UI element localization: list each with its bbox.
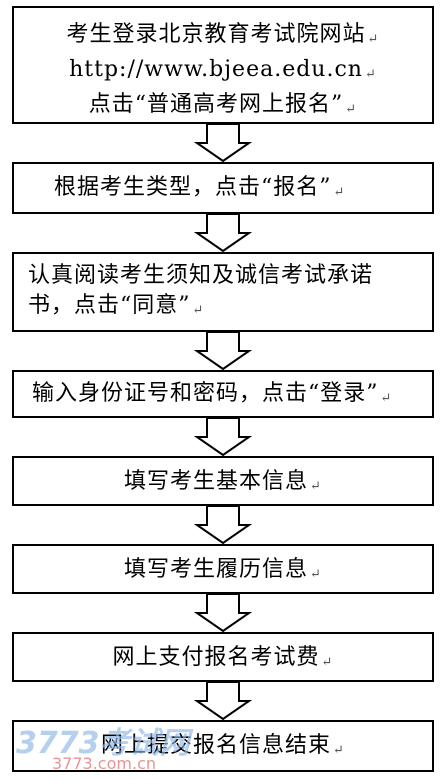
step-6-line-1: 填写考生履历信息↵ <box>124 557 322 582</box>
step-2-line-1: 根据考生类型，点击“报名”↵ <box>54 175 346 200</box>
step-1-login-site: 考生登录北京教育考试院网站↵ http://www.bjeea.edu.cn↵ … <box>12 6 434 124</box>
step-3-line-2: 书，点击“同意”↵ <box>28 293 205 318</box>
down-arrow-icon <box>193 682 253 720</box>
step-8-line-1: 网上提交报名信息结束↵ <box>101 733 345 758</box>
step-7-line-1: 网上支付报名考试费↵ <box>112 645 334 670</box>
down-arrow-icon <box>193 594 253 632</box>
step-3-read-notice: 认真阅读考生须知及诚信考试承诺 书，点击“同意”↵ <box>12 252 434 332</box>
step-4-enter-credentials: 输入身份证号和密码，点击“登录”↵ <box>12 370 434 418</box>
step-3-line-1: 认真阅读考生须知及诚信考试承诺 <box>28 263 374 288</box>
step-6-resume-info: 填写考生履历信息↵ <box>12 544 434 594</box>
step-5-basic-info: 填写考生基本信息↵ <box>12 456 434 506</box>
down-arrow-icon <box>193 332 253 370</box>
down-arrow-icon <box>193 506 253 544</box>
step-7-pay-fee: 网上支付报名考试费↵ <box>12 632 434 682</box>
down-arrow-icon <box>193 124 253 162</box>
step-1-line-1: 考生登录北京教育考试院网站↵ <box>66 22 380 47</box>
down-arrow-icon <box>193 418 253 456</box>
step-8-submit: 网上提交报名信息结束↵ <box>12 720 434 772</box>
step-1-line-3: 点击“普通高考网上报名”↵ <box>88 92 358 117</box>
step-5-line-1: 填写考生基本信息↵ <box>124 469 322 494</box>
step-2-select-type: 根据考生类型，点击“报名”↵ <box>12 162 434 214</box>
down-arrow-icon <box>193 214 253 252</box>
step-1-line-2: http://www.bjeea.edu.cn↵ <box>69 57 377 82</box>
step-4-line-1: 输入身份证号和密码，点击“登录”↵ <box>32 381 393 406</box>
